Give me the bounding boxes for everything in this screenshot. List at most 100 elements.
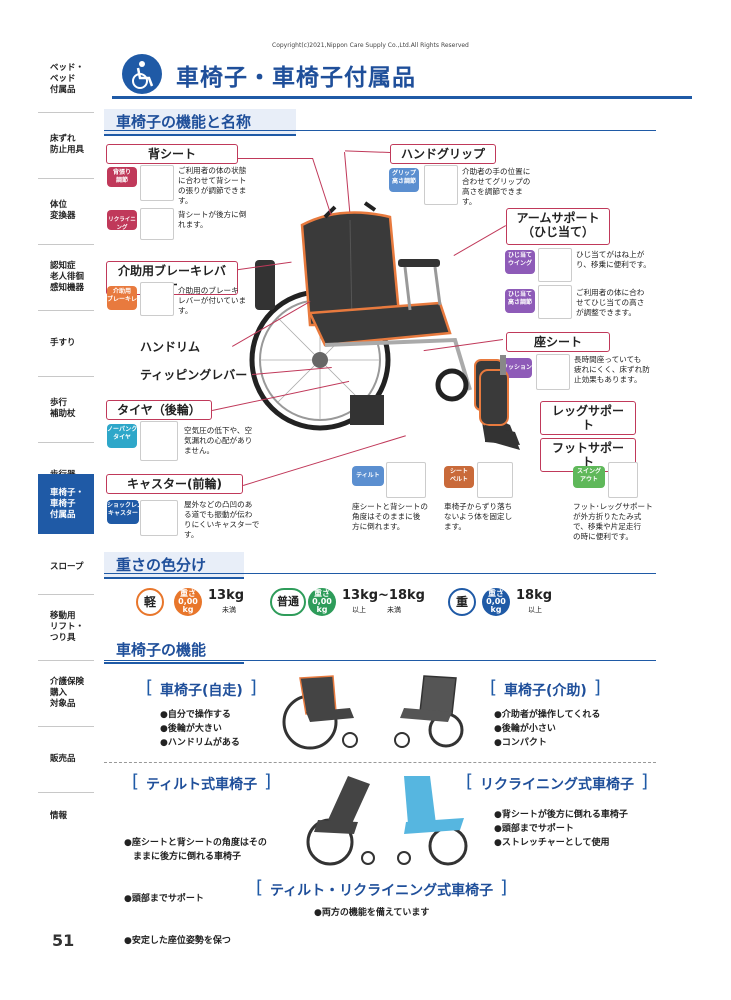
label-armrest: アームサポート （ひじ当て） [506,208,610,245]
list-item: ●ストレッチャーとして使用 [494,838,610,848]
divider [104,762,656,763]
sidebar-nav: ベッド・ ベッド 付属品 床ずれ 防止用具 体位 変換器 認知症 老人徘徊 感知… [38,46,94,906]
sidebar-item-slope[interactable]: スロープ [38,540,94,594]
sidebar-item-insurance[interactable]: 介護保険 購入 対象品 [38,660,94,726]
sidebar-item-label: 情報 [50,810,68,821]
weight-normal-value: 13kg~18kg [342,588,425,603]
label-armrest-line1: アームサポート [516,211,600,225]
desc-tire: 空気圧の低下や、空 気漏れの心配があり ません。 [184,426,253,455]
desc-reclining: 背シートが後方に倒 れます。 [178,210,247,229]
tag-reclining: リクライニング [107,210,137,231]
tag-back-tension: 背張り 調節 [107,167,137,187]
desc-back-tension: ご利用者の体の状態 に合わせて背シート の張りが調節できま す。 [178,166,247,205]
list-item: ●後輪が大きい [160,724,222,734]
weight-light-value: 13kg [208,588,245,603]
leg-support-illustration [470,350,530,450]
type-title-self-propelled: 車椅子(自走) [146,677,257,700]
tag-cushion: クッション [502,358,532,378]
thumb-reclining [140,208,174,240]
list-item: ●安定した座位姿勢を保つ [124,936,231,946]
tilt-wheelchair-photo [288,770,388,870]
thumb-swing-out [608,462,638,498]
sidebar-item-label: 手すり [50,337,76,348]
list-item: ●介助者が操作してくれる [494,710,601,720]
weight-heavy-badge: 重さ 0,00 kg [482,588,510,616]
type-list-reclining: ●背シートが後方に倒れる車椅子 ●頭部までサポート ●ストレッチャーとして使用 [494,808,628,850]
thumb-handgrip [424,165,458,205]
list-item: ●頭部までサポート [124,894,204,904]
copyright-text: Copyright(c)2021,Nippon Care Supply Co.,… [272,42,469,49]
list-item: ●自分で操作する [160,710,231,720]
sidebar-item-bed[interactable]: ベッド・ ベッド 付属品 [38,46,94,112]
weight-normal-circle: 普通 [270,588,306,616]
label-leg-support: レッグサポート [540,401,636,435]
page-title: 車椅子・車椅子付属品 [176,65,416,91]
desc-handgrip: 介助者の手の位置に 合わせてグリップの 高さを調節できま す。 [462,167,531,206]
list-item: ●コンパクト [494,738,547,748]
sidebar-item-label: 歩行 補助杖 [50,398,76,419]
desc-armrest-wing: ひじ当てがはね上が り、移乗に便利です。 [576,250,651,269]
weight-normal-badge: 重さ 0,00 kg [308,588,336,616]
sidebar-item-wheelchair[interactable]: 車椅子・ 車椅子 付属品 [38,474,94,534]
desc-swing-out: フット･レッグサポート が外方折りたたみ式 で、移乗や片足走行 の時に便利です。 [573,502,653,541]
section-title-wheelchair-functions: 車椅子の機能 [104,637,244,664]
reclining-wheelchair-photo [386,770,486,870]
section-rule [104,573,656,574]
thumb-armrest-height [538,285,572,319]
list-item: ●両方の機能を備えています [314,908,430,918]
weight-heavy-sub: 以上 [528,606,542,614]
sidebar-item-label: 販売品 [50,753,76,764]
desc-armrest-height: ご利用者の体に合わ せてひじ当ての高さ が調整できます。 [576,288,645,317]
thumb-seat [536,354,570,390]
list-item: ●座シートと背シートの角度はその ままに後方に倒れる車椅子 [124,838,267,862]
leader-line [345,150,391,153]
sidebar-item-bedsore[interactable]: 床ずれ 防止用具 [38,112,94,178]
type-list-tilt: ●座シートと背シートの角度はその ままに後方に倒れる車椅子 ●頭部までサポート … [124,808,267,962]
desc-tilt: 座シートと背シートの 角度はそのままに後 方に倒れます。 [352,502,428,531]
sidebar-item-dementia-sensor[interactable]: 認知症 老人徘徊 感知機器 [38,244,94,310]
sidebar-item-handrail[interactable]: 手すり [38,310,94,376]
sidebar-item-label: 介護保険 購入 対象品 [50,676,85,709]
weight-heavy-circle: 重 [448,588,476,616]
thumb-brake-lever [140,282,174,316]
thumb-tilt [386,462,426,498]
sidebar-item-sale[interactable]: 販売品 [38,726,94,792]
label-caster: キャスター(前輪) [106,474,243,494]
tag-grip-height: グリップ 高さ調節 [389,168,419,192]
type-list-tilt-reclining: ●両方の機能を備えています [314,906,429,920]
sidebar-item-cane[interactable]: 歩行 補助杖 [38,376,94,442]
tag-brake-lever: 介助用 ブレーキレバー [107,286,149,310]
header-rule [112,96,692,99]
sidebar-item-label: 床ずれ 防止用具 [50,134,85,155]
sidebar-item-label: 移動用 リフト・ つり具 [50,610,85,643]
page-number: 51 [52,931,75,950]
desc-caster: 屋外などの凸凹のあ る道でも振動が伝わ りにくいキャスターで す。 [184,500,260,539]
tag-puncture-free: ノーパンク タイヤ [107,424,137,448]
desc-seatbelt: 車椅子からずり落ち ないよう体を固定し ます。 [444,502,513,531]
label-handgrip: ハンドグリップ [390,144,496,164]
type-title-reclining: リクライニング式車椅子 [466,771,648,794]
sidebar-item-label: 体位 変換器 [50,200,76,221]
sidebar-item-label: スロープ [50,561,84,572]
label-tipping-lever: ティッピングレバー [140,368,248,382]
tag-armrest-wing: ひじ当て ウイング [505,250,535,274]
tag-shockless-caster: ショックレス キャスター [107,500,143,524]
sidebar-item-positioning[interactable]: 体位 変換器 [38,178,94,244]
sidebar-item-label: 車椅子・ 車椅子 付属品 [50,487,85,520]
label-backrest: 背シート [106,144,238,164]
weight-light-sub: 未満 [222,606,236,614]
weight-light-circle: 軽 [136,588,164,616]
wheelchair-category-icon [122,54,162,94]
weight-heavy-value: 18kg [516,588,553,603]
tag-seatbelt: シート ベルト [444,466,474,488]
sidebar-item-info[interactable]: 情報 [38,792,94,840]
section-title-weight: 重さの色分け [104,552,244,579]
sidebar-item-lift[interactable]: 移動用 リフト・ つり具 [38,594,94,660]
desc-seat: 長時間座っていても 疲れにくく、床ずれ防 止効果もあります。 [574,355,650,384]
section-rule [104,130,656,131]
label-seat: 座シート [506,332,610,352]
type-list-assist: ●介助者が操作してくれる ●後輪が小さい ●コンパクト [494,708,600,750]
label-armrest-line2: （ひじ当て） [521,225,594,239]
list-item: ●ハンドリムがある [160,738,240,748]
